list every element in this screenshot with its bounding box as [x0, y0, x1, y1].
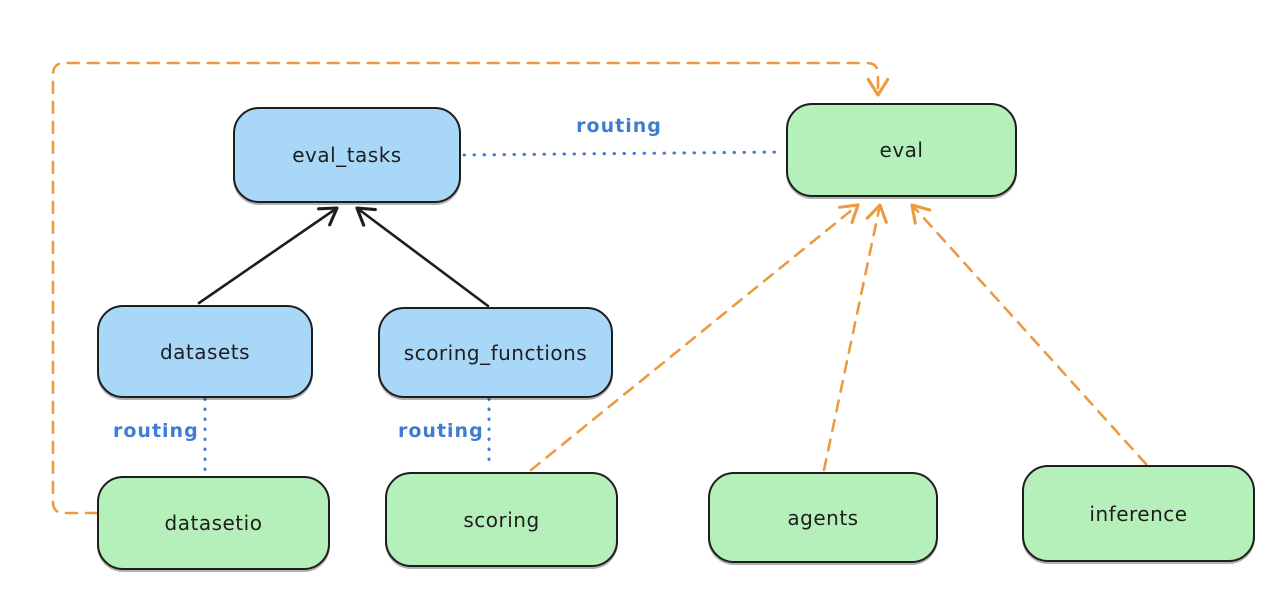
node-datasets-label: datasets — [159, 339, 251, 364]
node-eval: eval — [786, 103, 1017, 197]
node-eval-tasks-label: eval_tasks — [292, 143, 402, 167]
edge-label-routing-eval-tasks-eval: routing — [576, 115, 662, 137]
node-datasetio: datasetio — [97, 476, 330, 570]
node-eval-label: eval — [879, 138, 924, 162]
node-agents-label: agents — [787, 505, 859, 530]
node-scoring: scoring — [385, 472, 618, 567]
node-datasets: datasets — [97, 305, 313, 398]
node-scoring-functions: scoring_functions — [378, 307, 613, 398]
edge-scoring-to-eval — [529, 203, 860, 472]
node-inference: inference — [1022, 465, 1255, 562]
node-inference-label: inference — [1089, 501, 1188, 526]
edge-agents-to-eval — [822, 203, 888, 472]
edge-datasets-to-eval-tasks — [197, 206, 339, 305]
edge-inference-to-eval — [910, 203, 1148, 466]
node-scoring-functions-label: scoring_functions — [403, 340, 588, 365]
node-datasetio-label: datasetio — [164, 511, 263, 535]
node-agents: agents — [708, 472, 938, 563]
edge-label-routing-datasets-datasetio: routing — [113, 420, 199, 442]
edge-eval-tasks-to-eval — [462, 150, 785, 157]
edge-scoring-functions-to-eval-tasks — [355, 206, 490, 308]
edge-datasetio-to-eval — [51, 61, 890, 515]
node-eval-tasks: eval_tasks — [233, 107, 461, 203]
edge-label-routing-scoring-functions-scoring: routing — [398, 420, 484, 442]
node-scoring-label: scoring — [463, 507, 540, 532]
